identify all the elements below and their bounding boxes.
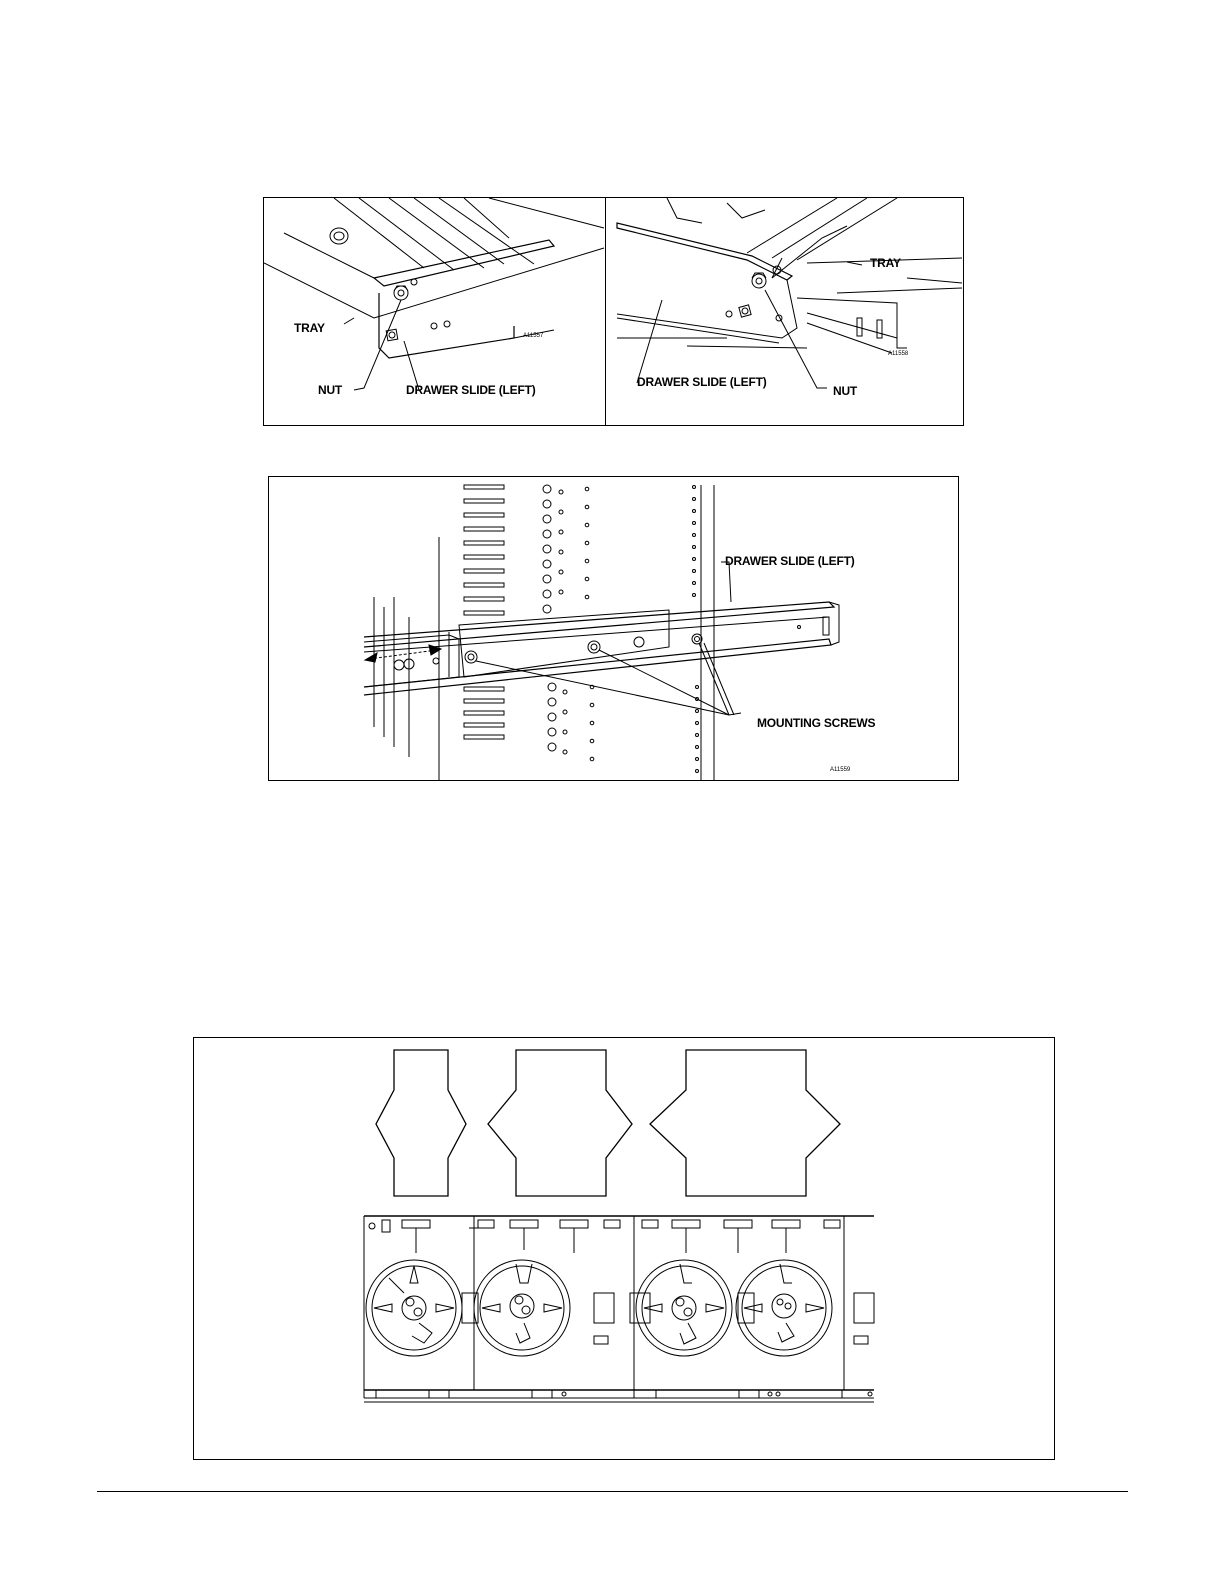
drawer-slide-illustration: [269, 477, 958, 780]
figure-mounting-screws-panel: DRAWER SLIDE (LEFT) MOUNTING SCREWS A115…: [268, 476, 959, 781]
fan-2: [474, 1260, 570, 1356]
label-nut-left: NUT: [318, 384, 342, 396]
airflow-arrow-1: [376, 1050, 466, 1196]
airflow-arrow-3: [650, 1050, 840, 1196]
figure-fan-airflow-panel: [193, 1037, 1055, 1460]
label-nut-right: NUT: [833, 385, 857, 397]
fan-tray-illustration: [194, 1038, 1054, 1459]
figure-code-left: A11557: [523, 333, 543, 339]
label-drawer-slide-left-2: DRAWER SLIDE (LEFT): [637, 376, 767, 388]
panel-divider: [605, 198, 606, 426]
label-mounting-screws: MOUNTING SCREWS: [757, 717, 875, 729]
label-drawer-slide-left-1: DRAWER SLIDE (LEFT): [406, 384, 536, 396]
fan-1: [366, 1260, 462, 1356]
fan-4: [736, 1260, 832, 1356]
label-drawer-slide-left-3: DRAWER SLIDE (LEFT): [725, 555, 855, 567]
figure-code-right: A11558: [888, 351, 908, 357]
tray-nut-right-illustration: [607, 198, 962, 424]
figure-code-slide: A11559: [830, 767, 850, 773]
label-tray-right: TRAY: [870, 257, 901, 269]
figure-tray-nut-panel: TRAY NUT DRAWER SLIDE (LEFT) A11557: [263, 197, 964, 426]
footer-divider: [97, 1491, 1128, 1492]
airflow-arrow-2: [488, 1050, 632, 1196]
label-tray-left: TRAY: [294, 322, 325, 334]
